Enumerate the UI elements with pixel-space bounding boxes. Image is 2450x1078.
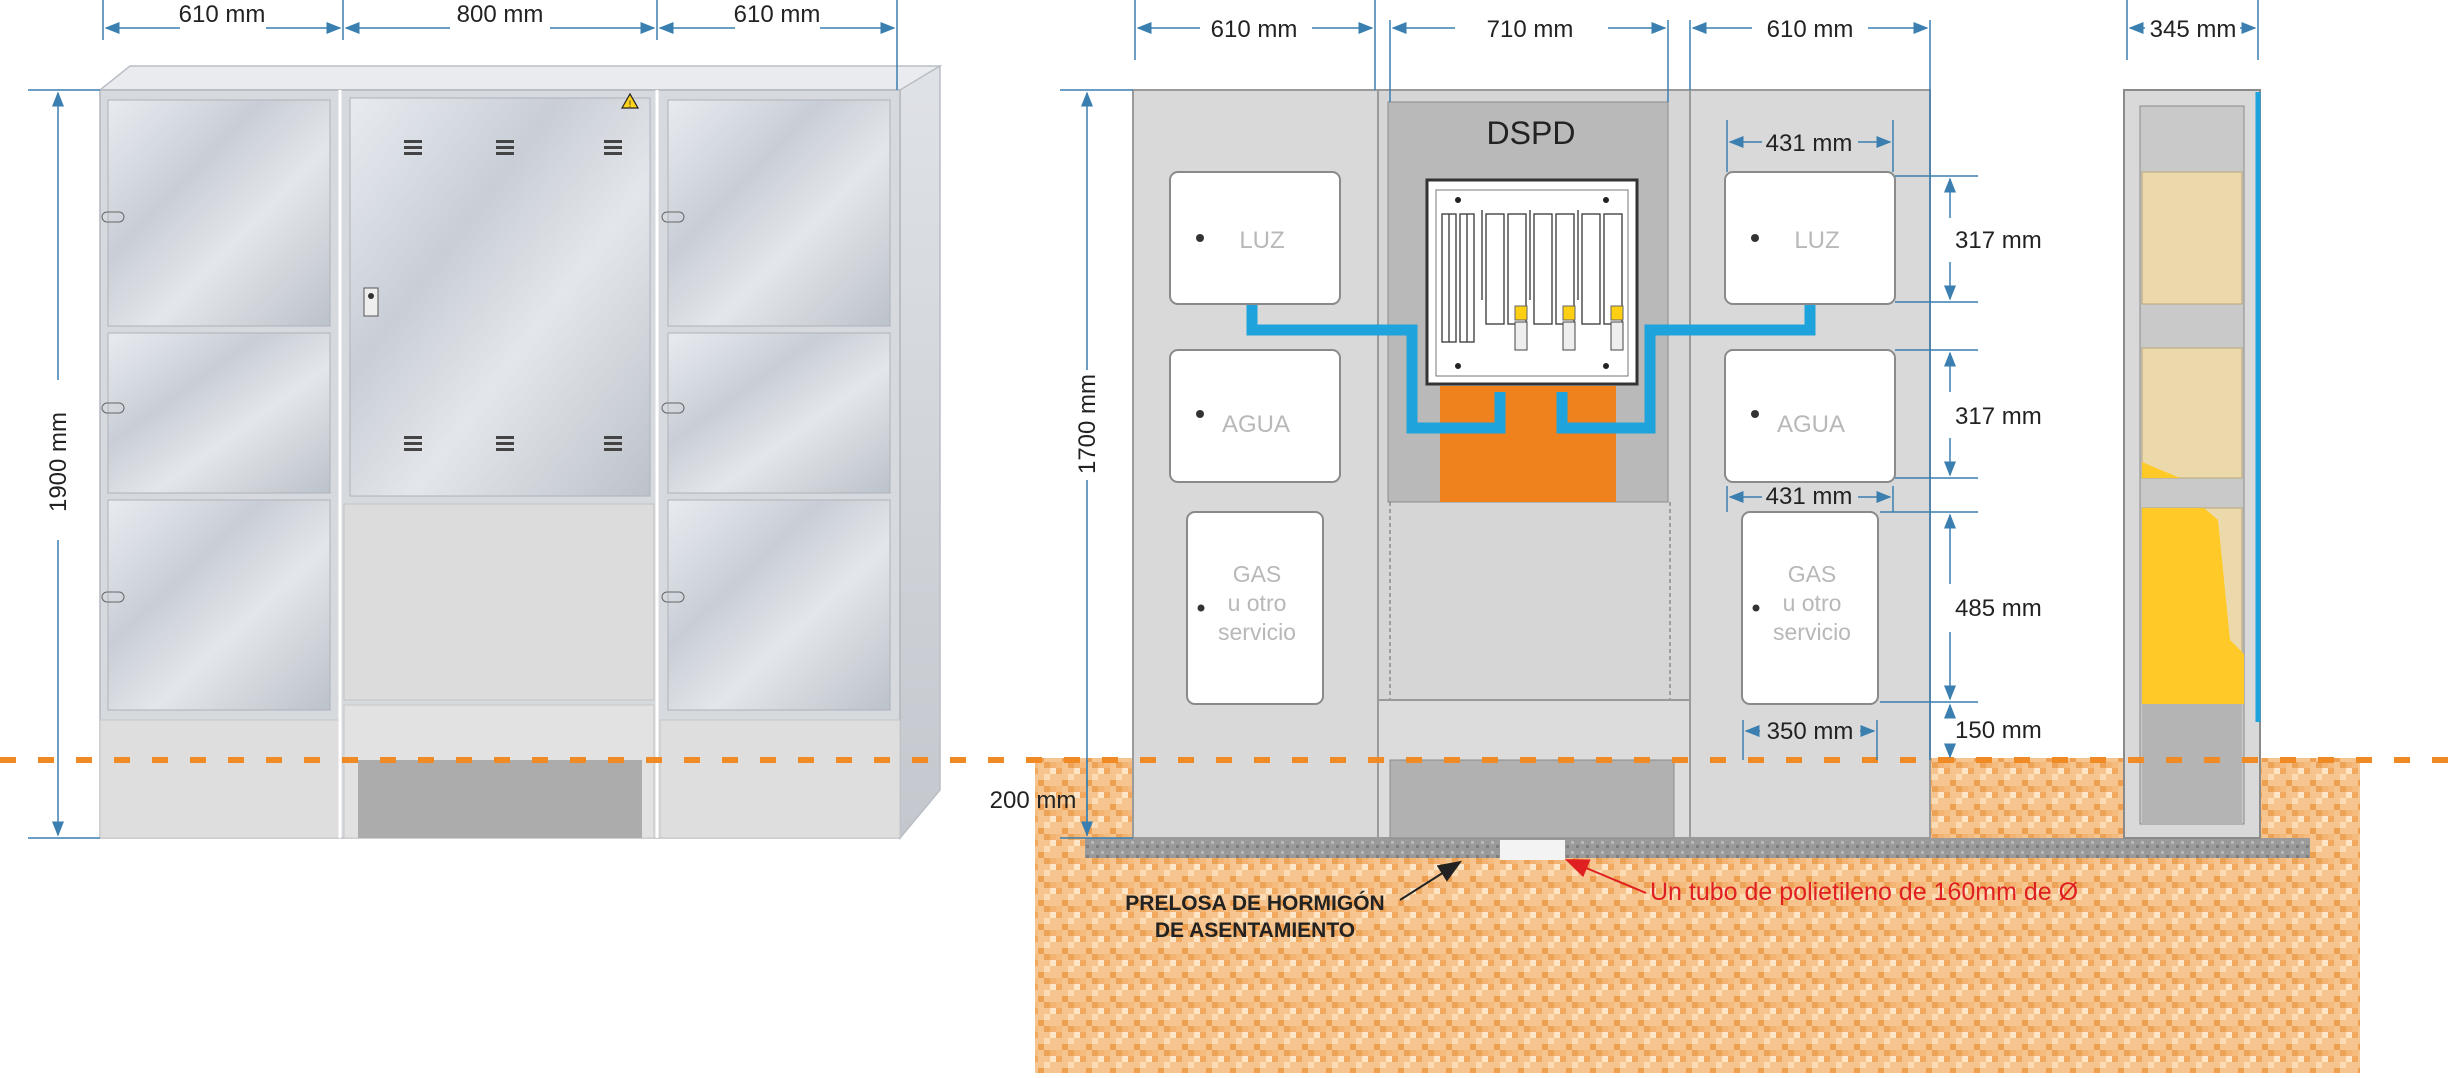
warning-icon: [620, 92, 640, 109]
dim-meter-height-1: 317 mm: [1955, 227, 2042, 254]
polyethylene-tube: [1500, 840, 1565, 860]
prelosa-label-line-2: DE ASENTAMIENTO: [1155, 919, 1355, 942]
dim-front-width-2: 710 mm: [1487, 16, 1574, 43]
cabinet-3d-dimensions: [28, 0, 898, 839]
front-view-dimensions: [1060, 0, 2259, 839]
prelosa-arrow: [1399, 860, 1463, 901]
dim-left-width-2: 800 mm: [457, 1, 544, 28]
prelosa-label-line-1: PRELOSA DE HORMIGÓN: [1125, 891, 1384, 915]
meter-gas-left-line-1: GAS: [1233, 561, 1282, 587]
meter-gas-right-line-3: servicio: [1773, 619, 1851, 645]
meter-luz-right-label: LUZ: [1794, 227, 1839, 254]
dim-front-width-3: 610 mm: [1767, 16, 1854, 43]
dim-meter-width-gas: 431 mm: [1766, 483, 1853, 510]
dim-front-height: 1700 mm: [1074, 374, 1101, 474]
dim-left-height: 1900 mm: [45, 412, 72, 512]
dim-base-width: 350 mm: [1767, 718, 1854, 745]
cabinet-3d-view: !: [97, 64, 943, 841]
dim-meter-height-3: 485 mm: [1955, 595, 2042, 622]
meter-luz-left-label: LUZ: [1239, 227, 1284, 254]
meter-boxes-left: [1169, 171, 1341, 705]
dim-buried-depth: 200 mm: [990, 787, 1077, 814]
dim-meter-width-top: 431 mm: [1766, 130, 1853, 157]
tubo-arrow: [1564, 859, 1647, 894]
tubo-label: Un tubo de polietileno de 160mm de Ø: [1650, 878, 2078, 906]
cabinet-side-view: [2123, 89, 2261, 839]
meter-boxes-right: [1724, 171, 1896, 705]
dim-depth: 345 mm: [2150, 16, 2237, 43]
dim-meter-height-2: 317 mm: [1955, 403, 2042, 430]
dim-left-width-3: 610 mm: [734, 1, 821, 28]
dspd-label: DSPD: [1487, 115, 1576, 151]
meter-gas-left-line-3: servicio: [1218, 619, 1296, 645]
meter-agua-left-label: AGUA: [1222, 411, 1290, 438]
meter-agua-right-label: AGUA: [1777, 411, 1845, 438]
meter-gas-right-line-1: GAS: [1788, 561, 1837, 587]
meter-gas-left-line-2: u otro: [1228, 590, 1287, 616]
dim-left-width-1: 610 mm: [179, 1, 266, 28]
dim-base-height: 150 mm: [1955, 717, 2042, 744]
meter-gas-right-line-2: u otro: [1783, 590, 1842, 616]
concrete-slab: [1085, 838, 2310, 858]
svg-text:!: !: [629, 99, 632, 109]
dim-front-width-1: 610 mm: [1211, 16, 1298, 43]
